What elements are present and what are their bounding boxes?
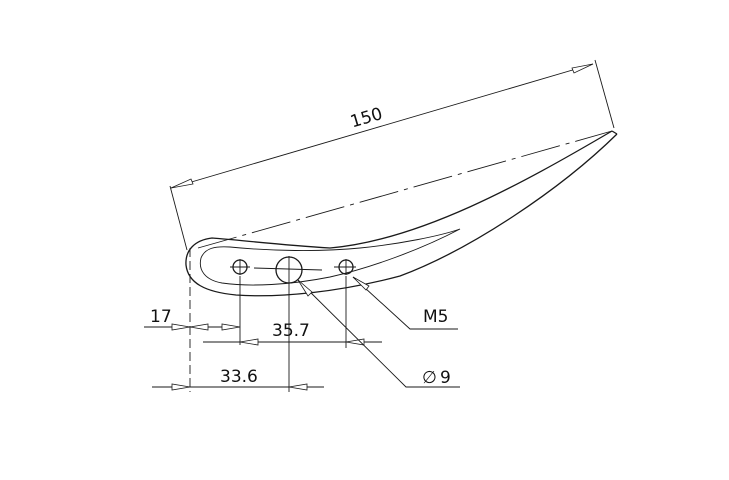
callout-m5: M5	[352, 276, 458, 330]
extension-line-right	[594, 59, 615, 129]
arrowhead-right	[189, 323, 209, 331]
dimension-label-35-7: 35.7	[272, 321, 310, 341]
dimension-33-6: 33.6	[152, 284, 324, 392]
hole-centerline	[230, 266, 356, 271]
dimension-label-33-6: 33.6	[220, 367, 258, 387]
hole-crosshair	[239, 256, 347, 284]
dimension-label-150: 150	[348, 104, 385, 132]
leader-line	[297, 279, 460, 388]
inner-slot	[199, 228, 461, 286]
callout-diameter-9: ∅ 9	[297, 279, 460, 388]
tip-cap	[611, 130, 618, 135]
arrowhead-left	[239, 338, 259, 346]
upper-edge	[197, 130, 613, 249]
extension-line-left	[169, 185, 188, 251]
arrowhead-hole	[221, 323, 241, 331]
part-outline	[185, 130, 618, 297]
callout-label-m5: M5	[423, 307, 448, 327]
holes	[230, 256, 356, 284]
leader-arrowhead	[352, 276, 370, 291]
arrowhead-right	[345, 338, 365, 346]
arrowhead-left	[171, 323, 191, 331]
arrowhead-left	[171, 383, 191, 391]
callout-label-diameter: 9	[440, 368, 451, 388]
leader-line	[352, 276, 458, 330]
dimension-17: 17	[144, 276, 241, 345]
arrowhead-left	[170, 178, 194, 189]
diameter-symbol: ∅	[422, 368, 437, 388]
arrowhead-right	[571, 63, 594, 74]
outer-lower-edge	[185, 130, 618, 297]
dimension-label-17: 17	[150, 307, 172, 327]
dimension-line	[170, 63, 594, 189]
leader-arrowhead	[297, 279, 313, 297]
arrowhead-right	[288, 383, 308, 391]
dimension-overall-length: 150	[169, 59, 615, 251]
